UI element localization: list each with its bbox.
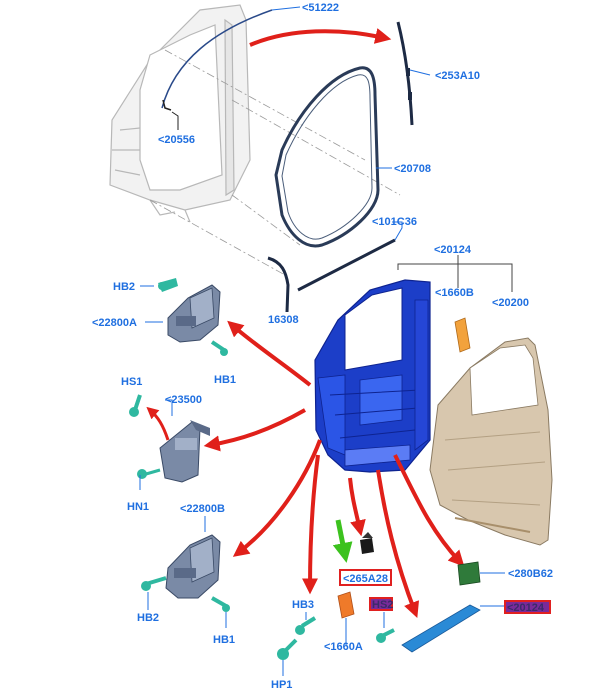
label-20124: <20124: [434, 244, 472, 256]
cover-280B62: [457, 561, 481, 586]
label-265A28: <265A28: [343, 573, 388, 585]
body-side-frame: [109, 4, 251, 223]
label-1660A: <1660A: [324, 641, 363, 653]
label-hb3: HB3: [292, 599, 314, 611]
label-highlight-right: <20124: [507, 602, 545, 614]
arrow-top: [249, 28, 392, 47]
label-hn1: HN1: [127, 501, 149, 513]
hinge-upper: [158, 278, 228, 356]
pad-1660B: [454, 317, 471, 353]
arrow-green: [332, 519, 353, 563]
bracket-20124: [397, 255, 513, 292]
label-hb2-top: HB2: [113, 281, 135, 293]
door-check: [129, 394, 210, 483]
highlight-small: [369, 597, 393, 611]
label-16308: 16308: [268, 314, 299, 326]
label-hb1-bottom: HB1: [213, 634, 235, 646]
label-20556: <20556: [158, 134, 195, 146]
pad-1660A: [337, 591, 355, 619]
label-20200: <20200: [492, 297, 529, 309]
strip-101C36: [297, 238, 396, 292]
red-arrows: [203, 320, 465, 618]
highlight-265A28: [339, 569, 392, 586]
label-hp1: HP1: [271, 679, 292, 691]
sill-strip: [401, 604, 481, 653]
label-1660B: <1660B: [435, 287, 474, 299]
label-22800B: <22800B: [180, 503, 225, 515]
hinge-lower: [141, 534, 230, 612]
label-20708: <20708: [394, 163, 431, 175]
fastener-hb3: [300, 616, 317, 628]
door-seal-20708: [274, 66, 380, 248]
label-hs1: HS1: [121, 376, 142, 388]
label-highlight-small: HS2: [372, 599, 393, 611]
label-hb1-top: HB1: [214, 374, 236, 386]
label-280B62: <280B62: [508, 568, 553, 580]
label-hb2-bottom: HB2: [137, 612, 159, 624]
weatherstrip-51222: [161, 9, 273, 109]
label-101C36: <101C36: [372, 216, 417, 228]
door-outer-skin: [429, 337, 553, 546]
label-23500: <23500: [165, 394, 202, 406]
label-22800A: <22800A: [92, 317, 137, 329]
door-inner-panel: [314, 279, 431, 473]
hose-16308: [267, 256, 290, 313]
grommet-265A28: [360, 538, 374, 554]
clip-20556: [162, 99, 172, 111]
label-253A10: <253A10: [435, 70, 480, 82]
highlight-right: [504, 600, 551, 614]
label-51222: <51222: [302, 2, 339, 14]
